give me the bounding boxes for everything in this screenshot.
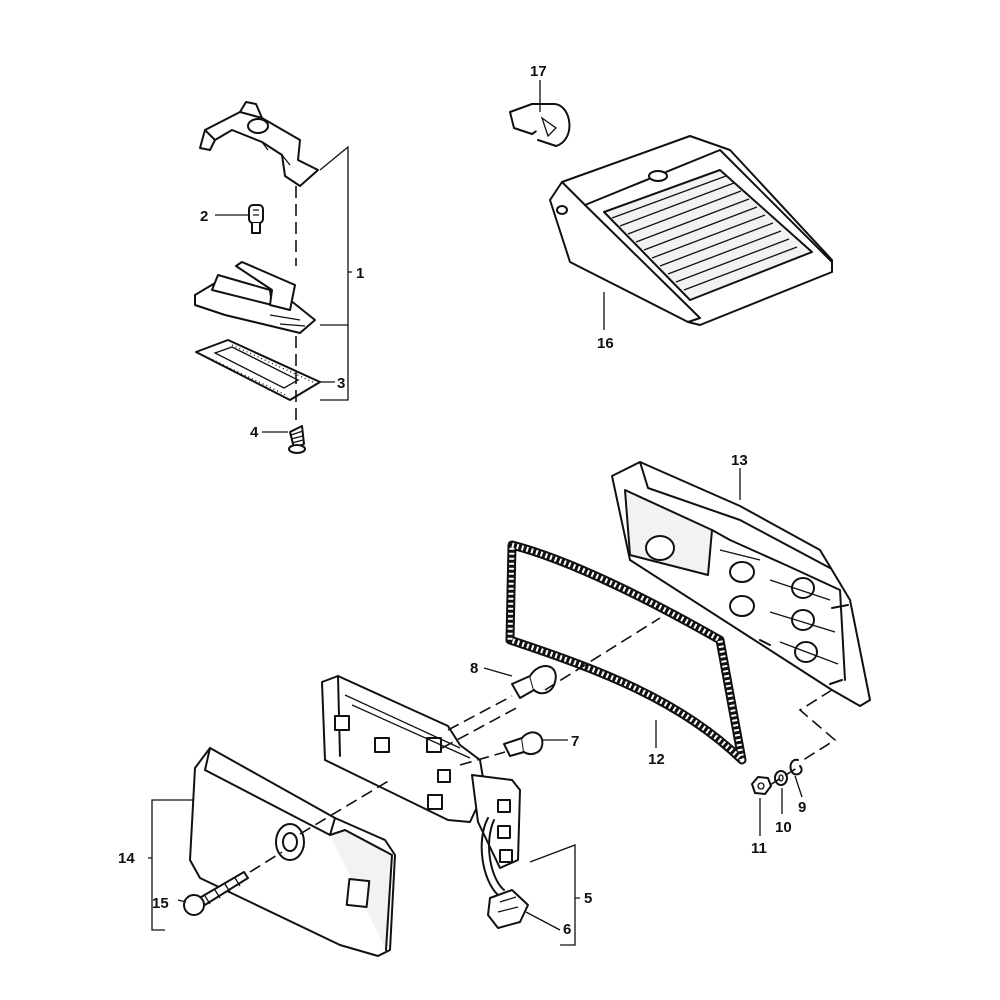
callout-17: 17 <box>530 63 547 80</box>
bracket-1 <box>319 145 352 401</box>
lens-cover <box>189 747 396 957</box>
washer-10 <box>774 770 788 786</box>
callout-7: 7 <box>571 733 579 750</box>
nut-axis <box>769 765 801 786</box>
bulb-axis <box>447 695 513 766</box>
callout-15: 15 <box>152 895 169 912</box>
callout-3: 3 <box>337 375 345 392</box>
callout-14: 14 <box>118 850 135 867</box>
callout-5: 5 <box>584 890 592 907</box>
lens-axis <box>249 779 391 873</box>
lens-screw <box>183 871 249 916</box>
callout-1: 1 <box>356 265 364 282</box>
callout-12: 12 <box>648 751 665 768</box>
mount-axis-13 <box>798 689 837 763</box>
callout-2: 2 <box>200 208 208 225</box>
lamp-lens-housing <box>194 261 316 334</box>
nut-11 <box>751 776 772 795</box>
callout-8: 8 <box>470 660 478 677</box>
callout-16: 16 <box>597 335 614 352</box>
lamp-bulb-small <box>248 204 264 234</box>
clip-9 <box>789 758 803 776</box>
callout-9: 9 <box>798 799 806 816</box>
tail-light-housing <box>611 461 871 707</box>
leader-lines <box>177 80 803 903</box>
callout-labels: 17 2 1 3 4 16 13 8 7 12 9 10 11 14 15 5 … <box>118 63 806 938</box>
license-lamp-bracket <box>199 101 319 187</box>
wiring-harness-connector <box>480 817 529 929</box>
bulb-7 <box>503 731 544 757</box>
bulb-8 <box>511 665 557 699</box>
leader-6 <box>525 911 561 931</box>
callout-10: 10 <box>775 819 792 836</box>
lamp-screw <box>288 425 306 454</box>
lamp-gasket <box>195 339 321 401</box>
brake-light-bulb <box>509 103 571 147</box>
callout-4: 4 <box>250 424 259 441</box>
callout-6: 6 <box>563 921 571 938</box>
bulb-carrier-plate <box>321 675 521 869</box>
callout-13: 13 <box>731 452 748 469</box>
callout-11: 11 <box>751 840 767 857</box>
third-brake-light <box>549 135 833 326</box>
bracket-14 <box>148 799 193 931</box>
bracket-5 <box>529 844 580 946</box>
housing-gasket <box>505 540 747 765</box>
carrier-axis <box>441 617 661 749</box>
